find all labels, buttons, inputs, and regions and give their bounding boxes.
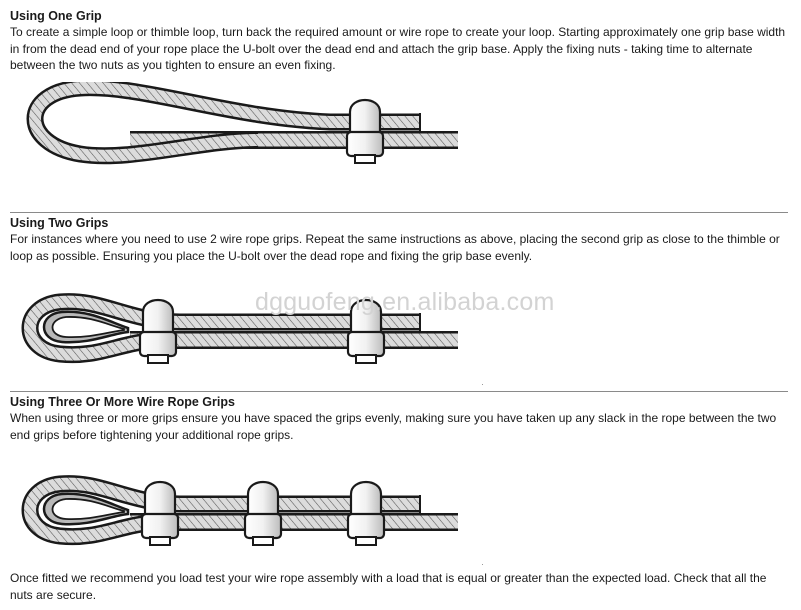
footer-note: Once fitted we recommend you load test y… [10,570,788,603]
rope-grip [346,480,386,546]
section-divider [10,212,788,213]
rope-grip [140,480,180,546]
section-one-grip: Using One Grip To create a simple loop o… [10,8,788,74]
two-grips-diagram [21,293,458,364]
one-grip-diagram [26,82,458,165]
section-text: When using three or more grips ensure yo… [10,411,777,442]
rope-grip [138,298,178,364]
rope-grip [346,298,386,364]
rope-grip [243,480,283,546]
rope-loop [26,82,458,165]
stray-dot [482,384,483,385]
rope-grip [345,98,385,164]
section-three-grips: Using Three Or More Wire Rope Grips When… [10,394,788,443]
section-heading: Using One Grip [10,9,102,23]
watermark: dgguofeng.en.alibaba.com [255,288,555,316]
section-text: For instances where you need to use 2 wi… [10,232,780,263]
section-divider [10,391,788,392]
section-text: To create a simple loop or thimble loop,… [10,25,786,72]
three-grips-diagram [21,475,458,546]
rope-with-thimble [21,475,458,546]
section-heading: Using Three Or More Wire Rope Grips [10,395,235,409]
footer-text: Once fitted we recommend you load test y… [10,571,767,602]
stray-dot [482,564,483,565]
section-two-grips: Using Two Grips For instances where you … [10,215,788,264]
rope-with-thimble [21,293,458,364]
section-heading: Using Two Grips [10,216,109,230]
